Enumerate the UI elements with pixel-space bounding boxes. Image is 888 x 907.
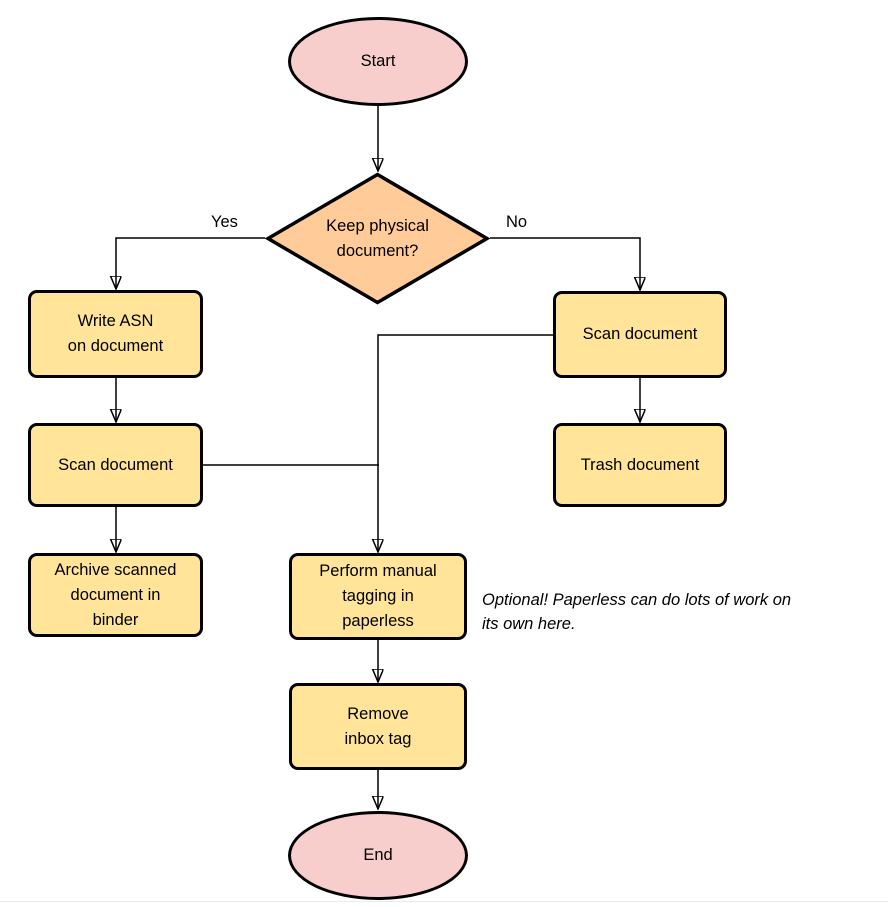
node-write-asn-label: Write ASN on document [67, 312, 164, 355]
edge-decision-no [490, 237, 640, 290]
node-start: Start [288, 17, 468, 106]
edge-decision-yes [116, 237, 265, 289]
node-decision: Keep physical document? [265, 172, 490, 305]
node-scan-left: Scan document [28, 423, 203, 507]
node-archive: Archive scanned document in binder [28, 553, 203, 637]
note-optional: Optional! Paperless can do lots of work … [482, 591, 792, 633]
page-bottom-divider [0, 901, 888, 902]
node-scan-left-label: Scan document [58, 455, 173, 474]
node-remove-inbox-label: Remove inbox tag [344, 704, 412, 748]
node-decision-label: Keep physical document? [326, 216, 429, 260]
node-write-asn: Write ASN on document [28, 290, 203, 378]
edge-label-yes: Yes [211, 213, 238, 231]
edge-scanright-tagging [378, 334, 553, 552]
decision-diamond-shape [265, 172, 490, 305]
node-trash-label: Trash document [580, 455, 700, 474]
node-remove-inbox: Remove inbox tag [289, 683, 467, 770]
node-tagging-label: Perform manual tagging in paperless [319, 562, 437, 630]
node-scan-right-label: Scan document [582, 325, 698, 343]
node-scan-right: Scan document [553, 291, 727, 378]
edge-label-no: No [506, 213, 528, 231]
node-end-label: End [363, 846, 393, 864]
node-trash: Trash document [553, 423, 727, 507]
node-end: End [288, 811, 468, 900]
node-start-label: Start [360, 52, 396, 70]
node-tagging: Perform manual tagging in paperless [289, 553, 467, 640]
node-archive-label: Archive scanned document in binder [54, 560, 177, 629]
